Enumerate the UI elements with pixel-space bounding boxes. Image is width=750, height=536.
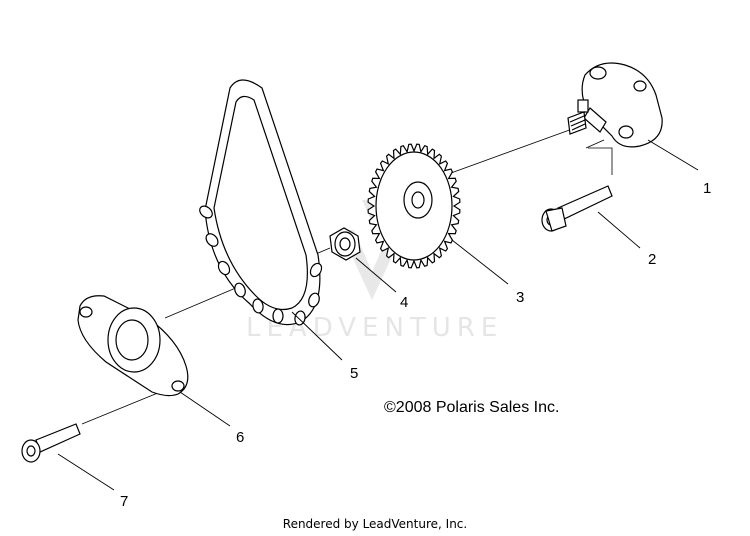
footer-credit: Rendered by LeadVenture, Inc. — [282, 517, 468, 531]
callout-3: 3 — [516, 289, 524, 306]
chain-link — [252, 298, 264, 314]
leader-lines — [57, 139, 699, 491]
callout-7: 7 — [120, 493, 128, 510]
chain-link — [205, 233, 219, 247]
callout-1: 1 — [703, 180, 711, 197]
callout-5: 5 — [350, 365, 358, 382]
callout-2: 2 — [648, 251, 656, 268]
gasket-part-6 — [77, 295, 189, 397]
chain-link — [234, 282, 246, 298]
sprocket-part-3 — [367, 143, 461, 269]
callout-4: 4 — [400, 294, 408, 311]
chain-link — [217, 260, 231, 276]
chain-link — [272, 308, 284, 324]
chain-link — [309, 262, 323, 278]
callout-numbers: 1 2 3 4 5 6 7 — [120, 180, 711, 510]
bolt-part-2 — [541, 185, 613, 232]
chain-part-5 — [199, 79, 323, 326]
nut-part-4 — [329, 227, 361, 261]
oil-pump-part-1 — [567, 62, 663, 148]
callout-6: 6 — [236, 429, 244, 446]
copyright-notice: ©2008 Polaris Sales Inc. — [384, 399, 559, 416]
chain-link — [294, 310, 306, 326]
chain-link — [308, 292, 320, 308]
bolt-part-7 — [21, 423, 81, 463]
chain-link — [199, 205, 213, 219]
